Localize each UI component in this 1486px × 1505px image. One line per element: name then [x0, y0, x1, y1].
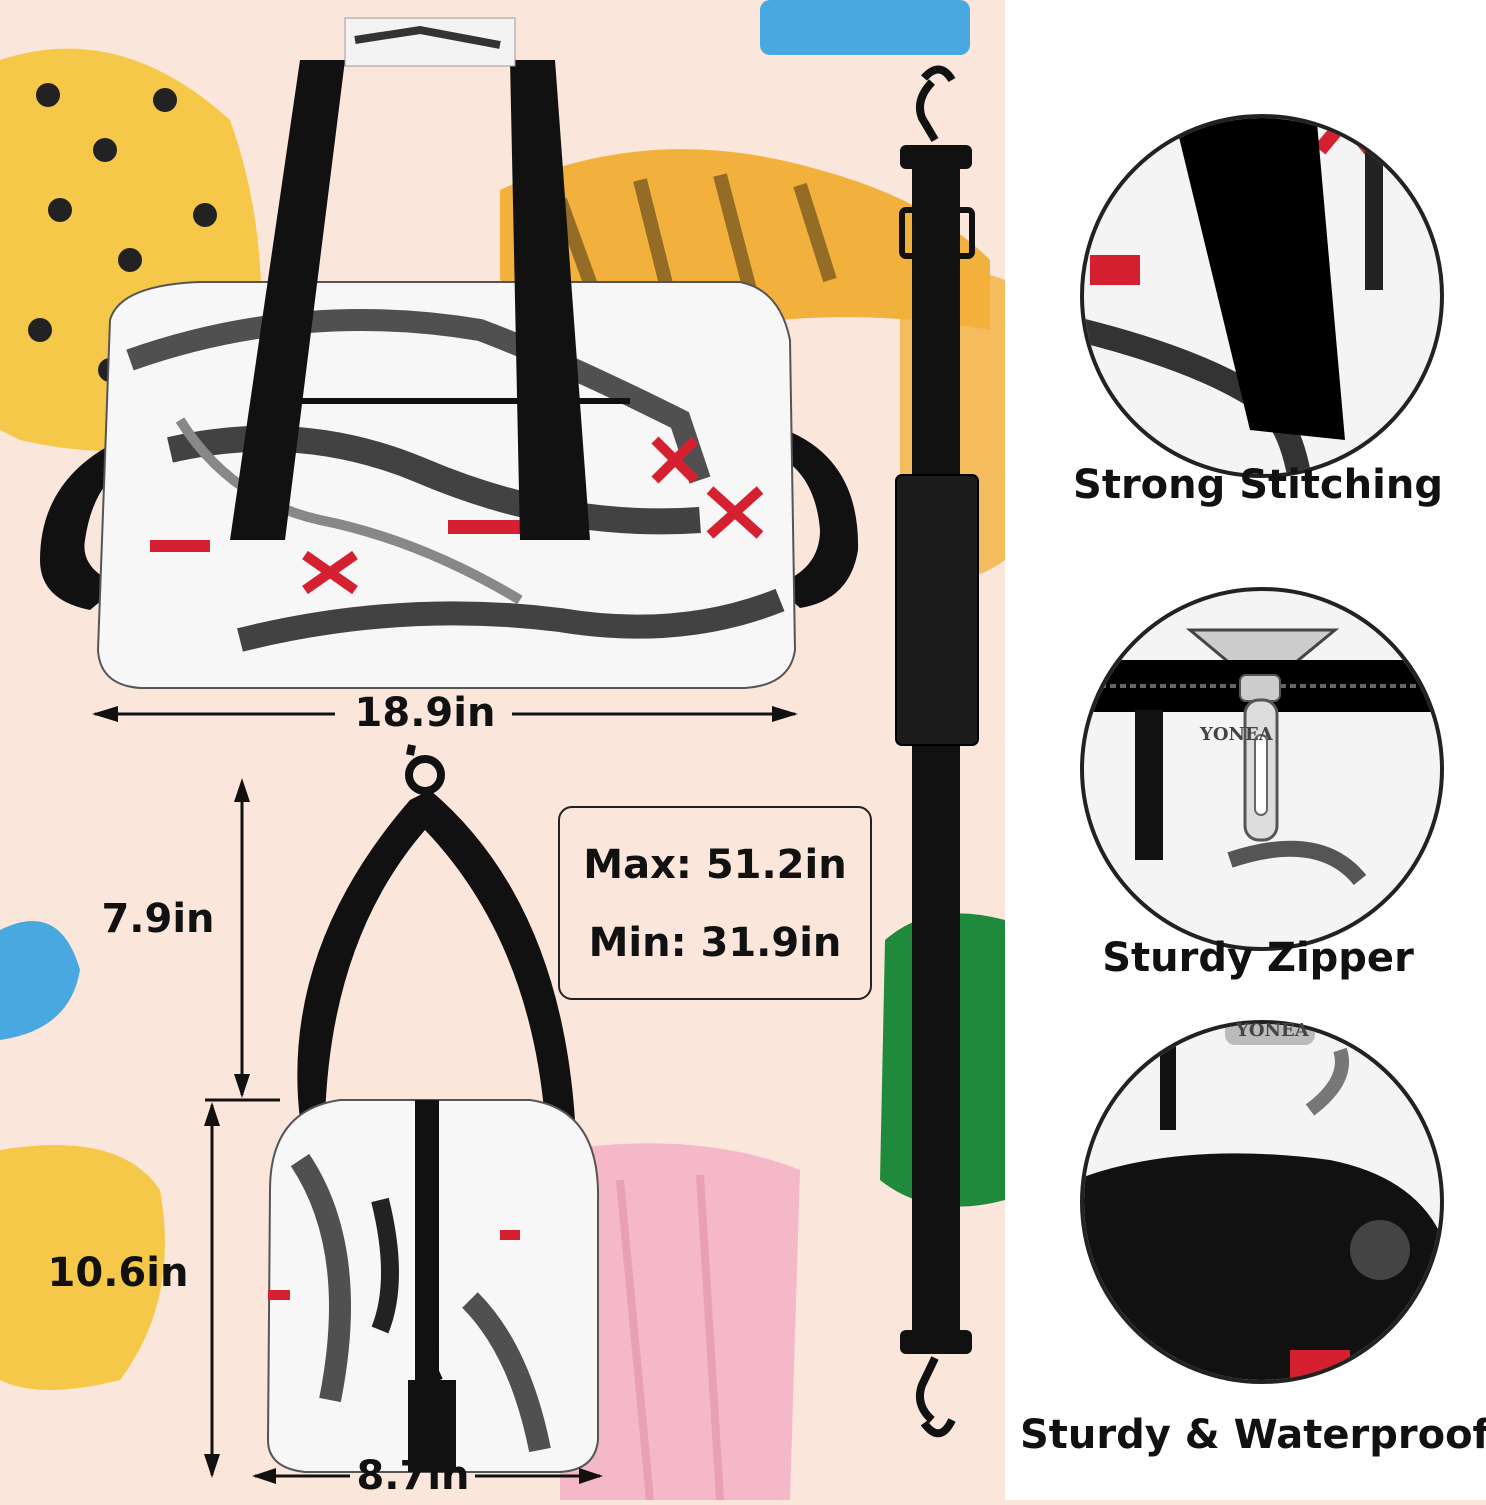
depth-label: 8.7in	[356, 1453, 470, 1499]
height-arrows	[204, 778, 603, 1484]
height-label: 10.6in	[47, 1250, 189, 1296]
duffel-bag-side	[266, 744, 600, 1473]
width-label: 18.9in	[354, 690, 496, 736]
handle-drop-label: 7.9in	[101, 896, 215, 942]
shoulder-strap	[895, 65, 979, 1438]
print-sign-text-zipper: YONEA	[1200, 724, 1273, 745]
print-sign-text-fabric: YONEA	[1236, 1020, 1309, 1041]
strap-max-label: Max: 51.2in	[583, 842, 847, 888]
strap-min-label: Min: 31.9in	[588, 920, 842, 966]
duffel-bag-front	[40, 17, 859, 689]
feature-label-zipper: Sturdy Zipper	[1102, 935, 1414, 981]
zipper-closeup-image	[1080, 587, 1444, 951]
feature-label-waterproof: Sturdy & Waterproof	[1020, 1412, 1486, 1458]
strap-length-box: Max: 51.2in Min: 31.9in	[558, 806, 872, 1000]
width-arrow	[92, 706, 798, 722]
feature-label-stitching: Strong Stitching	[1073, 462, 1443, 508]
fabric-closeup-image	[1080, 1020, 1444, 1384]
